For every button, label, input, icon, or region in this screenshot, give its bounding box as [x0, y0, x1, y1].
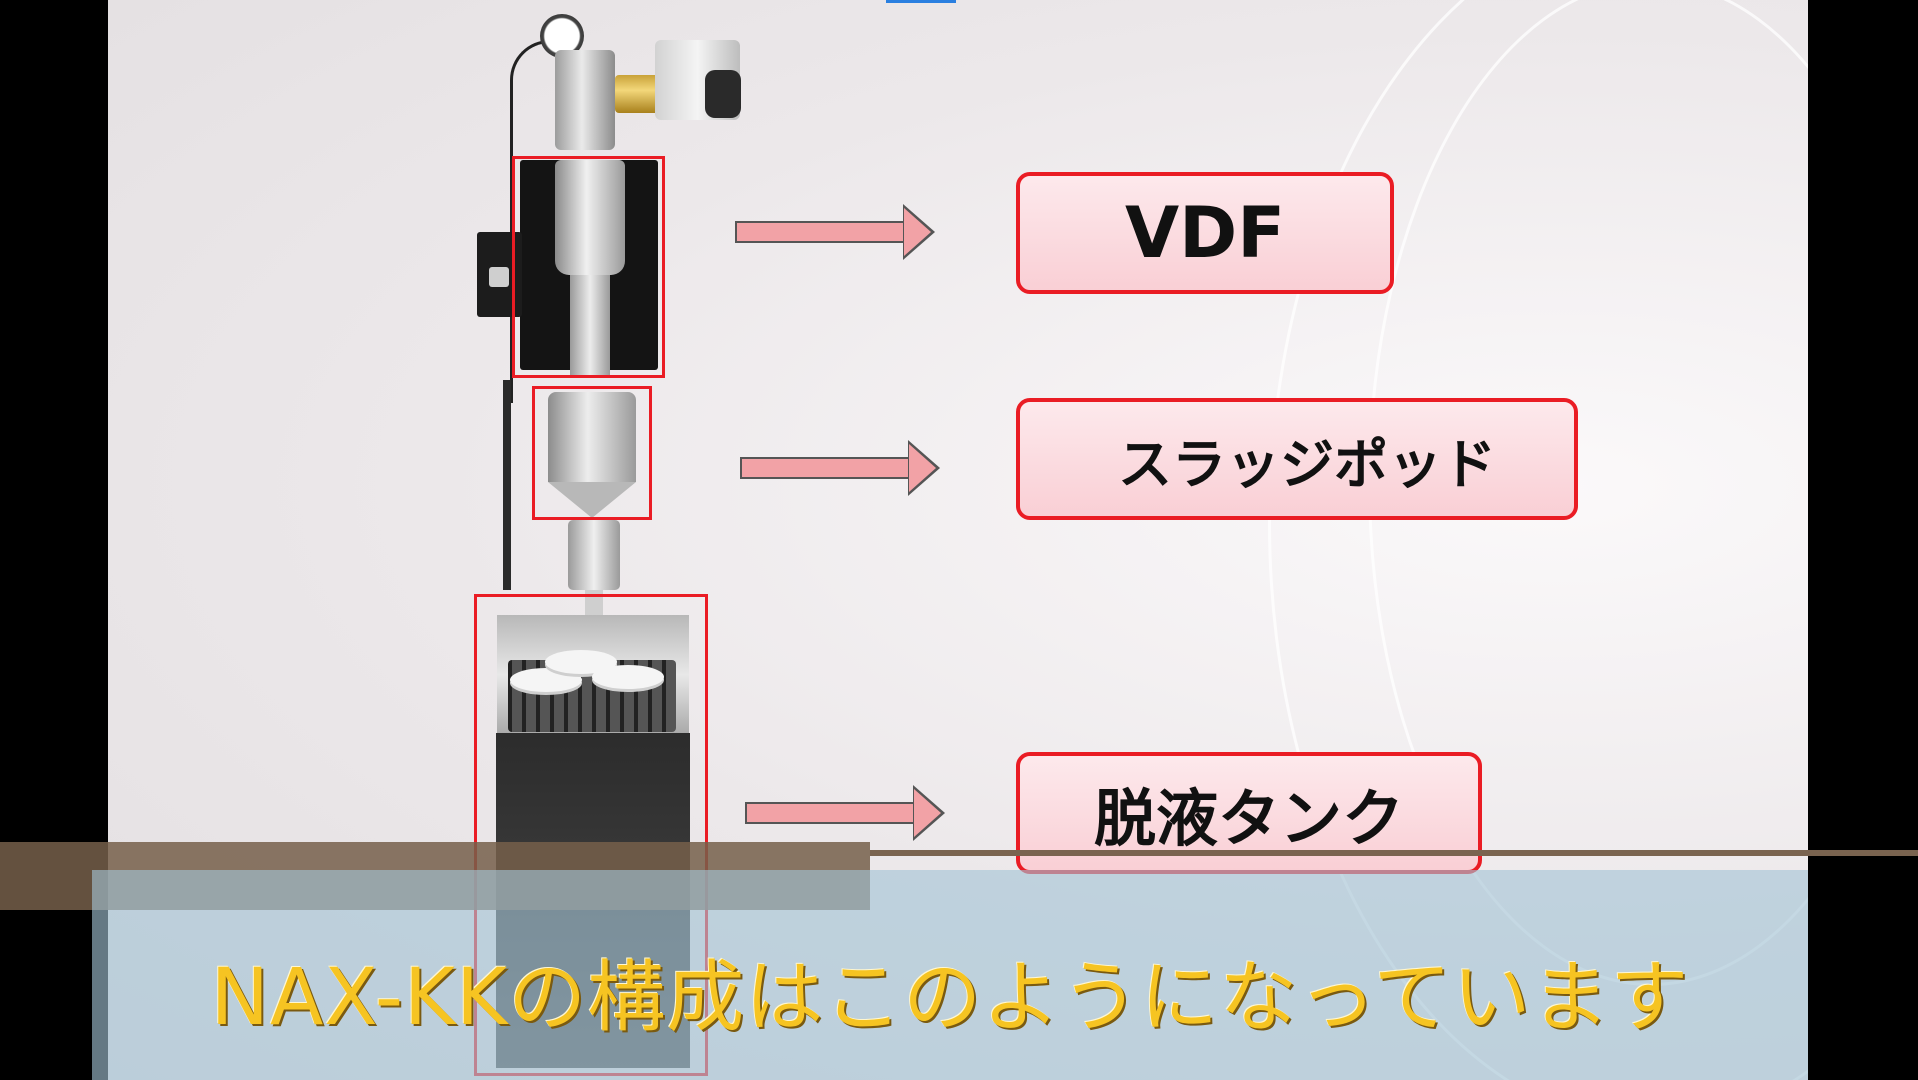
support-pole	[503, 380, 511, 590]
caption-accent-line	[870, 850, 1918, 856]
video-progress-marker	[886, 0, 956, 3]
vdf-filter-body	[555, 160, 625, 275]
actuator-cap	[705, 70, 741, 118]
sludge-pot-highlight-frame	[532, 386, 652, 520]
arrow-to-sludge-pot	[740, 440, 940, 496]
valve-body	[555, 50, 615, 150]
arrow-head-icon	[908, 440, 940, 496]
sludge-pot-cone	[548, 482, 636, 518]
arrow-head-icon	[913, 785, 945, 841]
drain-valve	[568, 520, 620, 590]
sludge-pot-body	[548, 392, 636, 482]
subtitle-caption: NAX-KKの構成はこのようになっています	[210, 953, 1690, 1043]
filter-cap	[592, 665, 664, 689]
background-swirl	[1268, 0, 1808, 1080]
vdf-label: VDF	[1016, 172, 1394, 294]
arrow-to-dewatering-tank	[745, 785, 945, 841]
caption-band	[92, 870, 1808, 1080]
vdf-neck	[570, 275, 610, 375]
drain-nozzle	[585, 590, 603, 622]
arrow-head-icon	[903, 204, 935, 260]
vdf-highlight-frame	[512, 156, 665, 378]
arrow-to-vdf	[735, 204, 935, 260]
sludge-pot-label: スラッジポッド	[1016, 398, 1578, 520]
